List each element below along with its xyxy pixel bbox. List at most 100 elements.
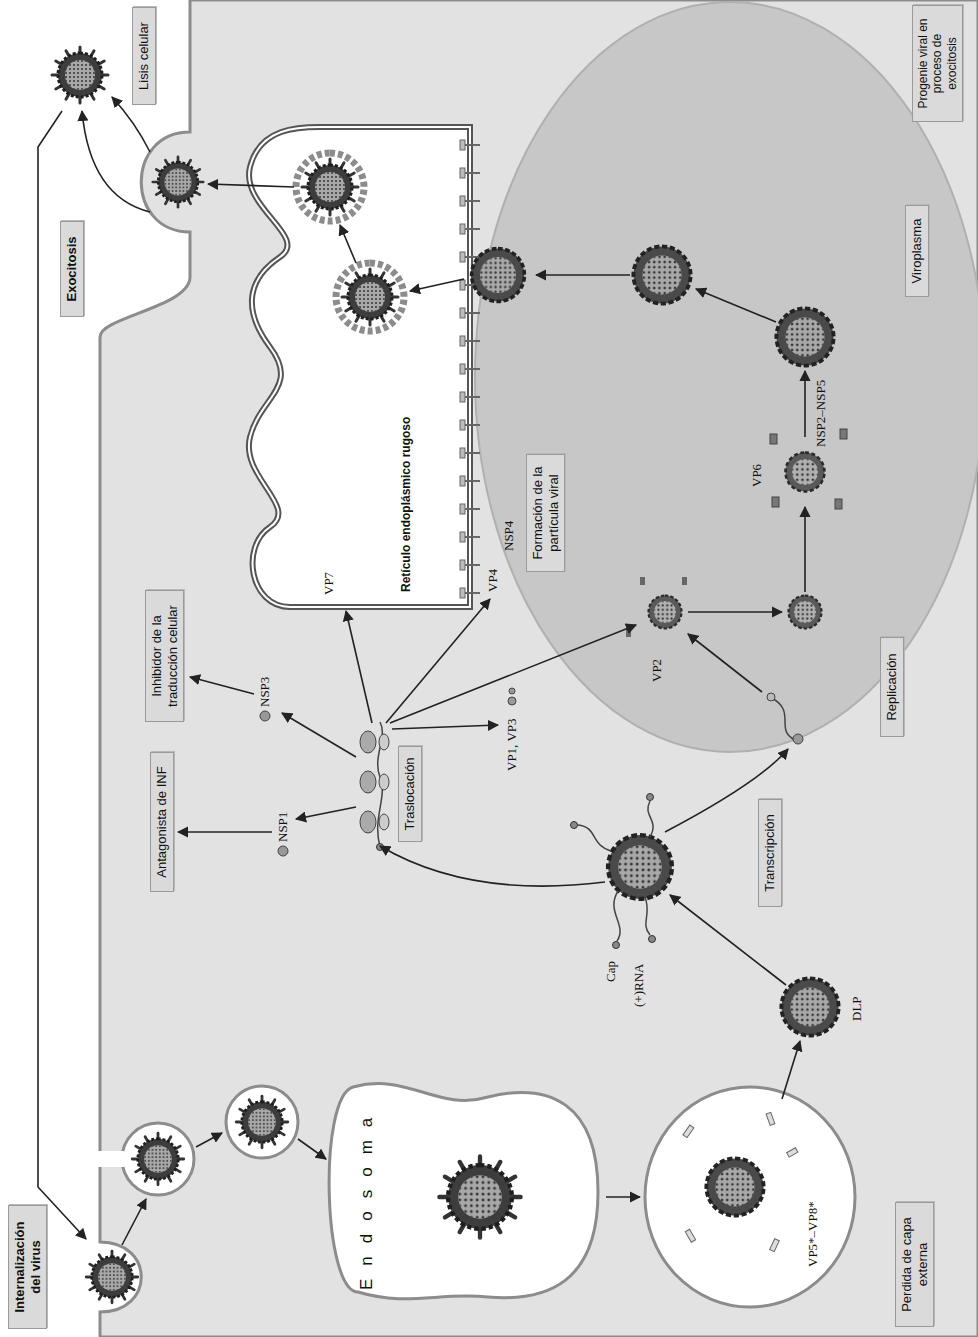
arrow xyxy=(606,1196,640,1198)
drawing-ellipse xyxy=(360,771,376,793)
uncoating-particle xyxy=(706,1158,763,1215)
arrow xyxy=(208,184,294,187)
mrna-caps xyxy=(571,794,656,949)
arrow xyxy=(696,289,776,322)
arrow xyxy=(390,625,636,723)
drawing-circle xyxy=(767,693,775,701)
step-label-box: Viroplasma xyxy=(905,205,929,297)
drawing-circle xyxy=(647,794,654,801)
uncoating-vesicle xyxy=(645,1087,855,1307)
drawing-ellipse xyxy=(360,731,376,753)
virion xyxy=(86,1251,138,1303)
drawing-ellipse xyxy=(379,774,389,790)
er-region: Retículo endoplásmico rugoso xyxy=(235,122,475,617)
drawing-circle xyxy=(260,711,270,721)
polysome xyxy=(360,722,389,851)
forming-vesicle xyxy=(122,1123,194,1195)
region-label: Endosoma xyxy=(358,1105,377,1290)
box-text: Internalización del virus xyxy=(12,1212,43,1322)
reinfection-arrow xyxy=(38,111,86,1239)
viroplasm-region xyxy=(475,2,978,752)
box-text: Inhibidor de la traducción celular xyxy=(149,597,180,715)
box-text: Perdida de capa externa xyxy=(899,1209,930,1320)
arrow xyxy=(196,1133,222,1147)
arrow xyxy=(536,274,630,276)
drawing-rect xyxy=(770,434,777,444)
er-outline-inner xyxy=(249,127,470,607)
replication-rna xyxy=(767,693,803,744)
drawing-circle xyxy=(571,822,578,829)
virion xyxy=(153,157,203,207)
vp6-blocks xyxy=(770,429,847,509)
drawing-rect xyxy=(766,1112,775,1125)
drawing-circle xyxy=(649,936,656,943)
drawing-rect xyxy=(685,1229,695,1242)
arrow xyxy=(340,225,356,263)
arrow xyxy=(346,611,372,723)
protein-label: NSP2–NSP5 xyxy=(814,380,827,447)
drawing-circle xyxy=(613,942,620,949)
drawing-rect xyxy=(770,1239,780,1252)
drawing-rect xyxy=(772,497,779,507)
drawing-path xyxy=(578,825,611,851)
arrow xyxy=(122,1199,146,1245)
vesicle-neck xyxy=(97,1151,124,1167)
drawing-path xyxy=(614,891,620,941)
er-membrane-proteins xyxy=(458,127,482,607)
step-label-box: Replicación xyxy=(880,637,904,737)
protein-label: (+)RNA xyxy=(632,964,645,1007)
region-outline xyxy=(235,122,475,617)
mrna-strands xyxy=(578,801,653,941)
protein-label: VP1, VP3 xyxy=(505,718,518,771)
er-outline xyxy=(249,127,470,607)
protein-label: NSP4 xyxy=(502,521,515,551)
drawing-rect xyxy=(640,577,645,585)
box-text: Exocitosis xyxy=(64,228,80,310)
drawing-circle xyxy=(508,697,516,705)
budding-dlp xyxy=(472,249,525,302)
drawing-rect xyxy=(835,499,842,509)
arrow xyxy=(282,713,356,757)
virion xyxy=(236,1096,288,1148)
box-text: Traslocación xyxy=(402,753,418,835)
step-label-box: Traslocación xyxy=(398,746,422,842)
protein-label: NSP3 xyxy=(258,677,271,707)
protein-label: Cap xyxy=(604,961,617,982)
box-text: Transcripción xyxy=(762,806,778,900)
drawing-circle xyxy=(509,688,515,694)
arrow xyxy=(178,831,272,833)
drawing-ellipse xyxy=(379,814,389,830)
step-label-box: Internalización del virus xyxy=(8,1205,47,1329)
protein-label: DLP xyxy=(850,996,863,1021)
step-label-box: Formación de la partícula viral xyxy=(526,454,565,572)
step-label-box: Lisis celular xyxy=(132,7,156,105)
drawing-rect xyxy=(840,429,847,439)
arrow xyxy=(296,807,356,819)
dlp-particle xyxy=(776,308,833,365)
enveloped-particle xyxy=(336,263,404,331)
drawing-ellipse xyxy=(360,811,376,833)
arrow xyxy=(804,371,806,437)
protein-label: VP2 xyxy=(650,659,663,682)
arrow xyxy=(112,97,150,152)
box-text: Viroplasma xyxy=(909,212,925,290)
arrow xyxy=(190,677,254,694)
dlp-particle xyxy=(781,978,838,1035)
step-label-box: Antagonista de INF xyxy=(150,752,174,892)
box-text: Replicación xyxy=(884,644,900,730)
step-label-box: Inhibidor de la traducción celular xyxy=(145,590,184,722)
arrow xyxy=(670,895,786,985)
protein-label: NSP1 xyxy=(276,812,289,842)
core-particle xyxy=(789,596,822,629)
drawing-rect xyxy=(787,1148,798,1157)
protein-label: VP7 xyxy=(322,572,335,595)
arrow xyxy=(804,507,806,592)
drawing-circle xyxy=(278,846,288,856)
arrow xyxy=(298,1139,326,1159)
transcribing-dlp xyxy=(608,835,672,899)
dlp-particle xyxy=(633,246,690,303)
box-text: Formación de la partícula viral xyxy=(530,461,561,565)
arrow xyxy=(688,634,762,692)
